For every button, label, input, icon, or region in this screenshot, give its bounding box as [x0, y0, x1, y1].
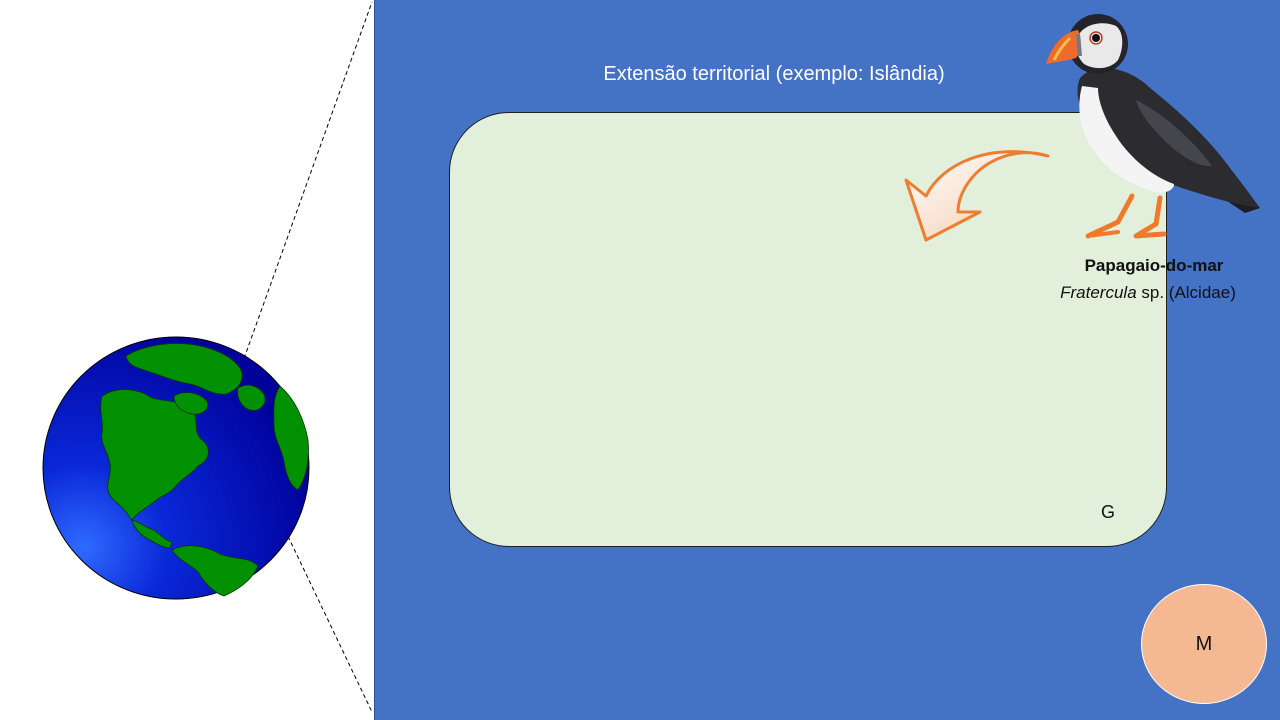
m-circle: M [1141, 584, 1267, 704]
region-label-g: G [1100, 502, 1115, 522]
species-genus: Fratercula [1060, 283, 1137, 302]
territory-title: Extensão territorial (exemplo: Islândia) [603, 63, 945, 85]
species-rest: sp. (Alcidae) [1136, 283, 1236, 302]
puffin-image [1046, 14, 1260, 239]
curved-arrow-icon [904, 150, 1050, 242]
territory-box [449, 112, 1167, 547]
species-scientific-name: Fratercula sp. (Alcidae) [1030, 282, 1266, 304]
species-common-name: Papagaio-do-mar [1084, 256, 1224, 275]
circle-label-m: M [1195, 632, 1213, 655]
globe-icon [42, 336, 310, 600]
